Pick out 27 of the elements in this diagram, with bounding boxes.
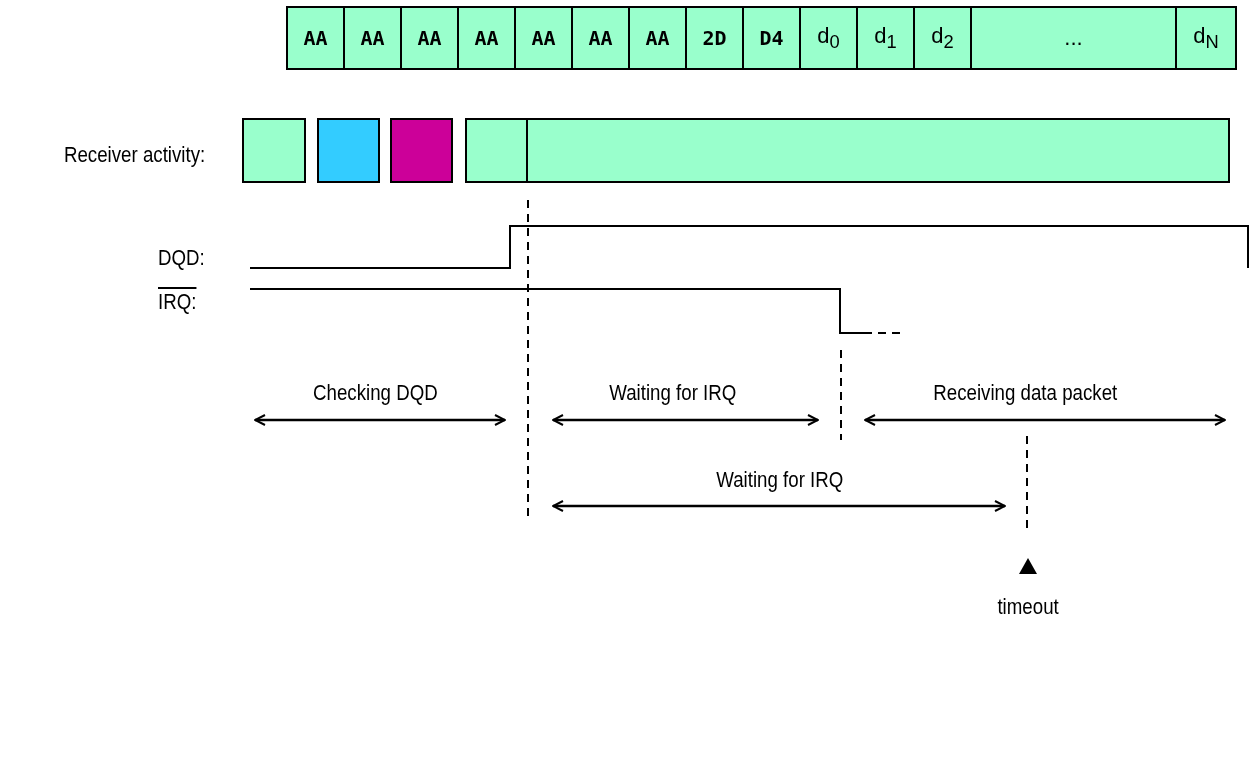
signal-label: DQD: [158,245,205,271]
byte-field: ... [970,6,1177,70]
byte-field: AA [514,6,573,70]
byte-field: d$_{1}$ [856,6,915,70]
byte-field: D4 [742,6,801,70]
activity-block [242,118,306,183]
byte-field: AA [628,6,687,70]
byte-field: d$_{0}$ [799,6,858,70]
row-label: Receiver activity: [63,142,206,168]
byte-field: d$_{2}$ [913,6,972,70]
activity-block [390,118,453,183]
byte-field: AA [571,6,630,70]
byte-field: AA [457,6,516,70]
event-label: timeout [997,594,1059,620]
interval-label: Checking DQD [312,380,438,406]
signal-label: IRQ: [158,289,197,315]
interval-label: Receiving data packet [933,380,1118,406]
byte-field: AA [286,6,345,70]
activity-block [465,118,528,183]
interval-label: Waiting for IRQ [716,467,844,493]
interval-label: Waiting for IRQ [609,380,737,406]
activity-block [526,118,1230,183]
activity-block [317,118,380,183]
byte-field: 2D [685,6,744,70]
byte-field: AA [343,6,402,70]
byte-field: d$_{N}$ [1175,6,1237,70]
byte-field: AA [400,6,459,70]
